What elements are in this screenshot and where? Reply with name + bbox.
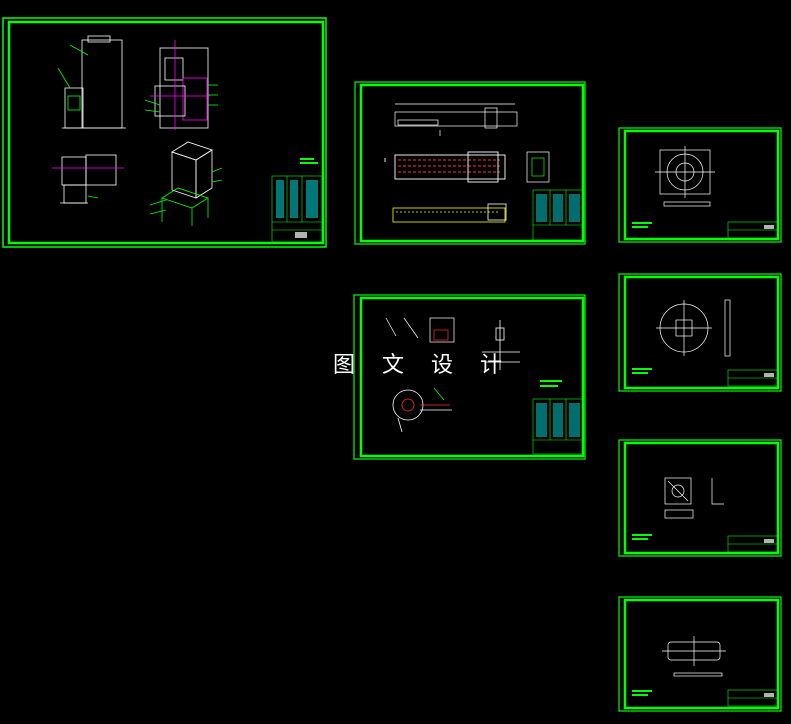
view-bracket: [664, 477, 724, 519]
title-block: [532, 398, 584, 455]
drawing-sheet-bracket[interactable]: [618, 439, 782, 557]
drawing-sheet-conveyor[interactable]: [354, 81, 586, 245]
view-isometric: [149, 141, 223, 226]
note-block: [632, 690, 652, 696]
view-arm-top: [385, 317, 455, 343]
title-block: [532, 189, 584, 241]
view-rail-side: [526, 151, 550, 183]
drawing-sheet-flange-plate[interactable]: [618, 127, 782, 243]
title-block: [727, 535, 779, 553]
view-side: [144, 40, 218, 130]
view-rail-bottom: [392, 203, 507, 223]
view-arm-section: [392, 387, 452, 433]
title-block: [727, 369, 779, 387]
view-rail-front: [384, 151, 506, 183]
view-slot-plate: [662, 636, 726, 677]
watermark-text: 图 文 设 计: [333, 353, 512, 378]
drawing-sheet-slot-plate[interactable]: [618, 596, 782, 712]
drawing-sheet-assembly[interactable]: [2, 17, 327, 248]
note-block: [300, 158, 318, 164]
view-rail-top: [394, 103, 518, 136]
view-flange: [655, 146, 715, 207]
view-front: [57, 35, 126, 129]
drawing-sheet-round-plate[interactable]: [618, 273, 782, 392]
view-arm-cross: [482, 320, 520, 370]
note-block: [540, 380, 562, 387]
note-block: [632, 368, 652, 374]
note-block: [632, 222, 652, 228]
title-block: [727, 221, 779, 239]
view-round-plate: [656, 299, 731, 357]
view-top: [52, 154, 124, 204]
drawing-sheet-clamp-arm[interactable]: [353, 294, 586, 460]
note-block: [632, 534, 652, 540]
title-block: [271, 175, 323, 243]
title-block: [727, 689, 779, 707]
